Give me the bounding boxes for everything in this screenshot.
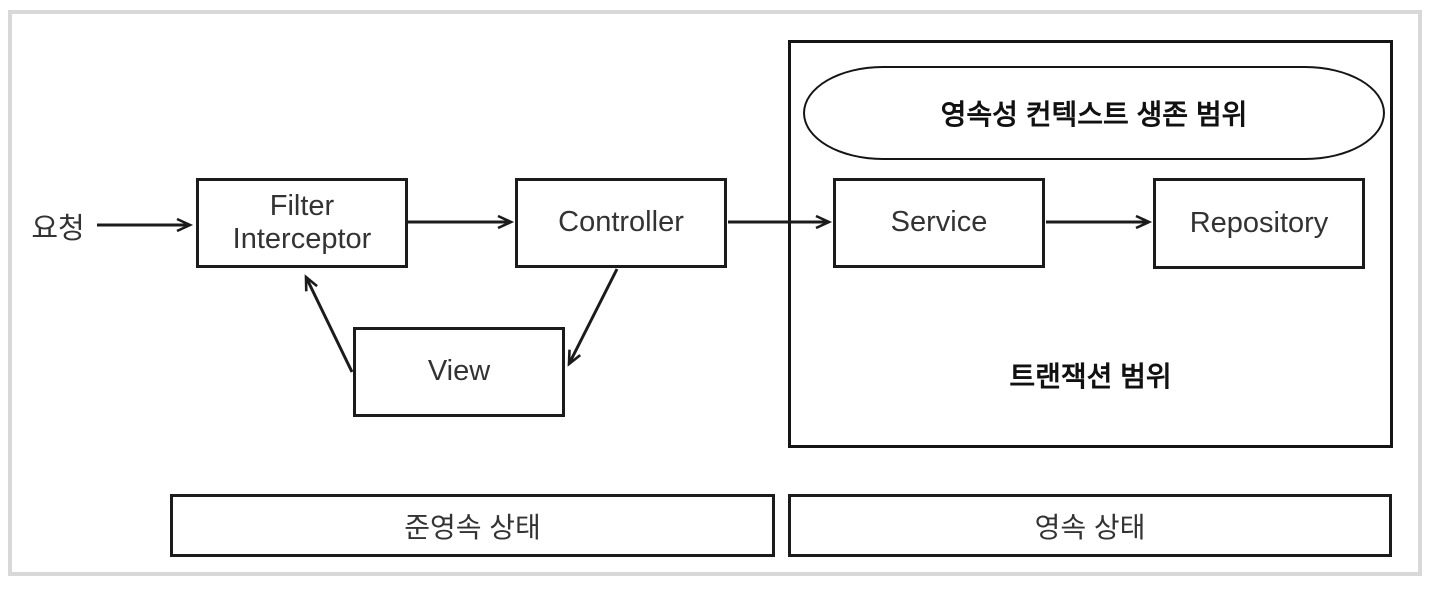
node-controller: Controller bbox=[515, 178, 727, 268]
node-view: View bbox=[353, 327, 565, 417]
outer-frame bbox=[8, 10, 1422, 576]
node-filter-interceptor: Filter Interceptor bbox=[196, 178, 408, 268]
request-label: 요청 bbox=[31, 213, 85, 245]
transaction-scope-label: 트랜잭션 범위 bbox=[1009, 361, 1172, 392]
persistence-context-scope-label: 영속성 컨텍스트 생존 범위 bbox=[940, 99, 1248, 130]
state-band-detached: 준영속 상태 bbox=[170, 494, 775, 557]
node-service: Service bbox=[833, 178, 1045, 268]
persistence-context-scope-shape: 영속성 컨텍스트 생존 범위 bbox=[803, 66, 1385, 160]
node-repository: Repository bbox=[1153, 178, 1365, 269]
state-band-persistent: 영속 상태 bbox=[788, 494, 1392, 557]
